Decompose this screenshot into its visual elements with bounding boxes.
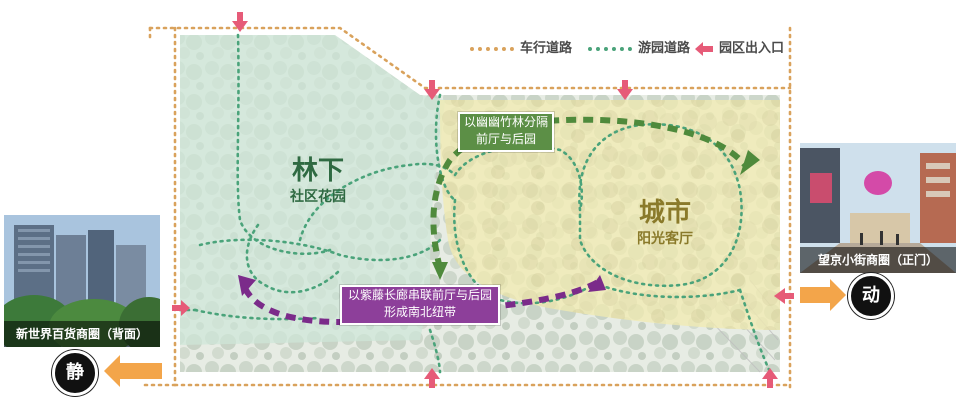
entrance-right — [774, 288, 794, 304]
garden-paths — [178, 33, 772, 374]
city-zone-label: 城市 阳光客厅 — [610, 198, 720, 248]
city-zone-subtitle: 阳光客厅 — [637, 231, 693, 247]
bamboo-callout: 以幽幽竹林分隔 前厅与后园 — [458, 112, 554, 152]
entrance-top-mid — [424, 80, 440, 100]
wisteria-callout-line2: 形成南北纽带 — [383, 305, 456, 319]
legend-entrance: 园区出入口 — [695, 38, 784, 60]
wangjing-photo: 望京小街商圈（正门） — [800, 143, 956, 273]
city-zone-title: 城市 — [638, 198, 691, 228]
legend: 车行道路 游园道路 园区出入口 — [470, 38, 790, 60]
city-zone — [440, 100, 780, 330]
vehicle-roads — [138, 26, 792, 392]
legend-road-label: 车行道路 — [520, 41, 573, 56]
legend-road: 车行道路 — [470, 38, 572, 60]
forest-zone — [180, 35, 445, 345]
legend-path: 游园道路 — [588, 38, 690, 60]
bamboo-divider-arrow — [430, 116, 760, 280]
static-badge: 静 — [52, 350, 98, 396]
entrance-bottom-mid — [424, 368, 440, 388]
wisteria-callout-line1: 以紫藤长廊串联前厅与后园 — [347, 288, 492, 302]
wisteria-callout: 以紫藤长廊串联前厅与后园 形成南北纽带 — [340, 285, 500, 325]
legend-path-label: 游园道路 — [638, 41, 691, 56]
bamboo-callout-line2: 前厅与后园 — [475, 132, 536, 146]
dynamic-arrow — [800, 279, 846, 311]
dynamic-badge: 动 — [848, 273, 894, 319]
entrance-arrow-icon — [695, 41, 713, 56]
entrance-top-left — [232, 12, 248, 32]
entrance-left — [172, 300, 190, 316]
bamboo-callout-line1: 以幽幽竹林分隔 — [463, 115, 548, 129]
forest-zone-subtitle: 社区花园 — [290, 189, 346, 205]
entrances — [172, 12, 794, 388]
legend-entrance-label: 园区出入口 — [719, 41, 785, 56]
wangjing-caption: 望京小街商圈（正门） — [800, 247, 956, 273]
static-arrow — [104, 355, 162, 387]
new-world-caption: 新世界百货商圈（背面） — [4, 321, 160, 347]
road-swatch — [470, 46, 514, 51]
entrance-top-right — [617, 80, 633, 100]
new-world-photo: 新世界百货商圈（背面） — [4, 215, 160, 347]
forest-zone-title: 林下 — [291, 156, 344, 186]
path-swatch — [588, 46, 632, 51]
entrance-bottom-right — [762, 368, 778, 388]
forest-zone-label: 林下 社区花园 — [268, 156, 368, 206]
